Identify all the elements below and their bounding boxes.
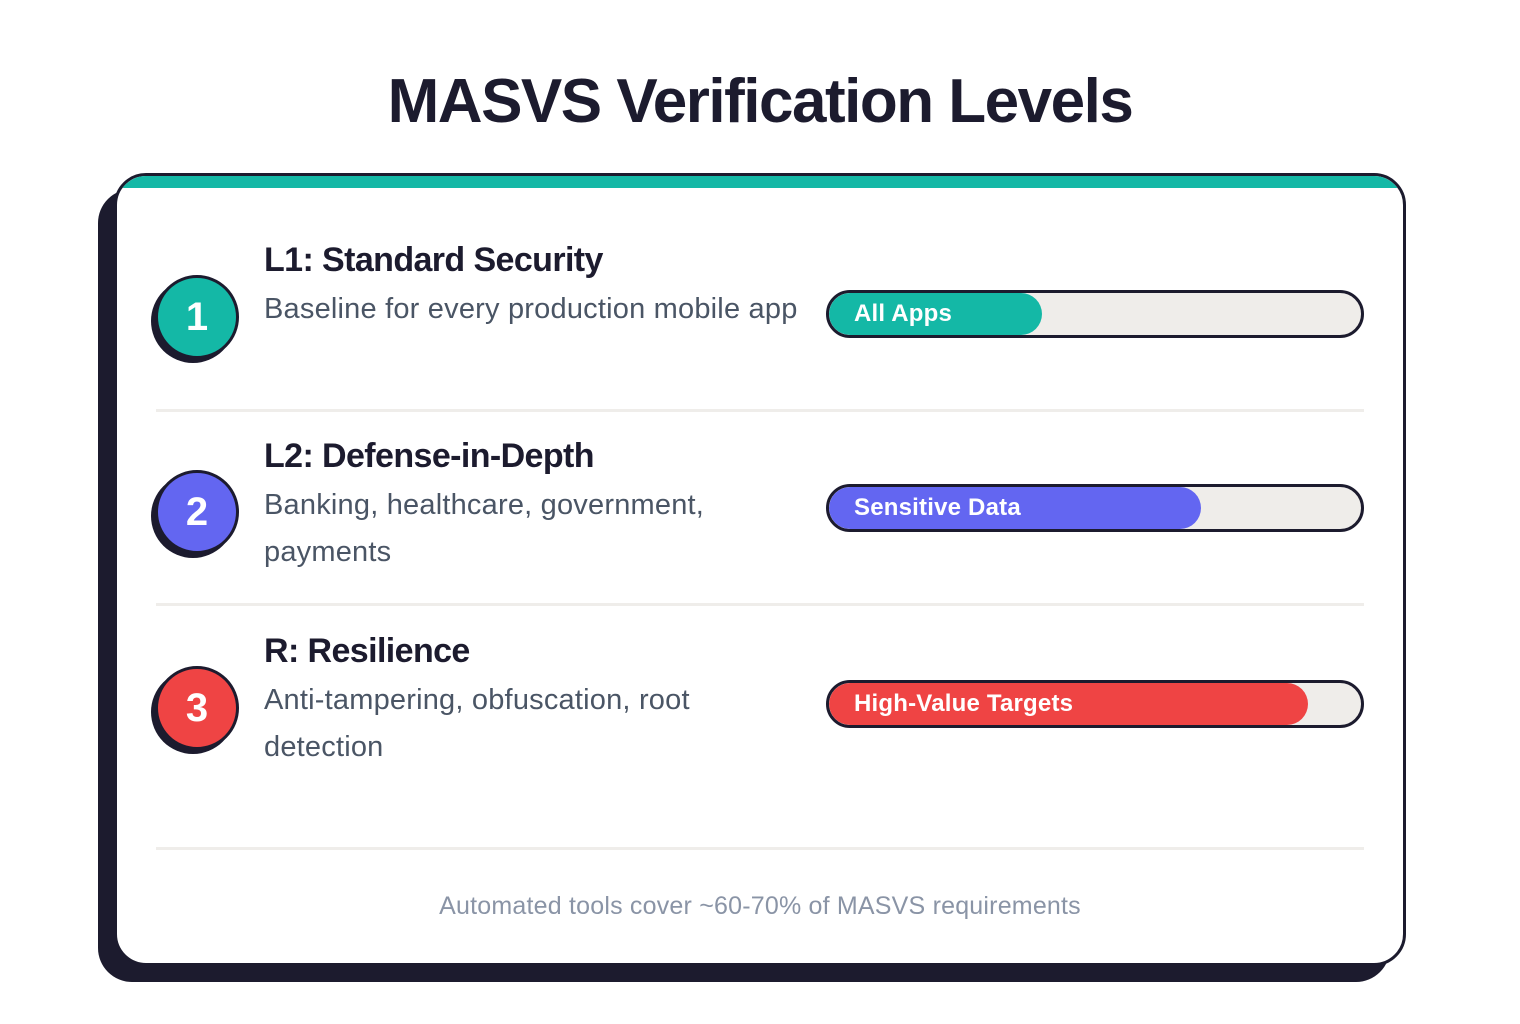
level-badge-r: 3 [151,666,239,754]
level-description: Anti-tampering, obfuscation, root detect… [264,684,690,763]
level-badge-l2: 2 [151,470,239,558]
level-number: 2 [155,470,239,554]
coverage-bar-r: High-Value Targets [826,680,1364,728]
card-accent-stripe [117,176,1403,188]
level-text-r: R: Resilience Anti-tampering, obfuscatio… [264,629,784,771]
coverage-bar-fill: All Apps [829,293,1042,335]
row-divider [156,603,1364,606]
coverage-bar-label: Sensitive Data [854,494,1021,521]
level-number: 3 [155,666,239,750]
footer-divider [156,847,1364,850]
level-title: L1: Standard Security [264,241,603,279]
row-divider [156,409,1364,412]
level-badge-l1: 1 [151,275,239,363]
level-row-r: 3 R: Resilience Anti-tampering, obfuscat… [117,629,1403,809]
coverage-bar-l2: Sensitive Data [826,484,1364,532]
level-text-l2: L2: Defense-in-Depth Banking, healthcare… [264,434,784,576]
coverage-bar-label: All Apps [854,300,953,327]
level-text-l1: L1: Standard Security Baseline for every… [264,238,824,333]
footer-note: Automated tools cover ~60-70% of MASVS r… [439,892,1081,920]
level-title: R: Resilience [264,632,470,670]
coverage-bar-fill: High-Value Targets [829,683,1308,725]
level-row-l1: 1 L1: Standard Security Baseline for eve… [117,238,1403,418]
level-title: L2: Defense-in-Depth [264,437,595,475]
coverage-bar-fill: Sensitive Data [829,487,1202,529]
coverage-bar-label: High-Value Targets [854,690,1074,717]
level-number: 1 [155,275,239,359]
page-title: MASVS Verification Levels [387,67,1134,136]
coverage-bar-l1: All Apps [826,290,1364,338]
level-description: Baseline for every production mobile app [264,293,798,325]
level-row-l2: 2 L2: Defense-in-Depth Banking, healthca… [117,434,1403,614]
level-description: Banking, healthcare, government, payment… [264,489,705,568]
levels-card: 1 L1: Standard Security Baseline for eve… [114,173,1406,966]
